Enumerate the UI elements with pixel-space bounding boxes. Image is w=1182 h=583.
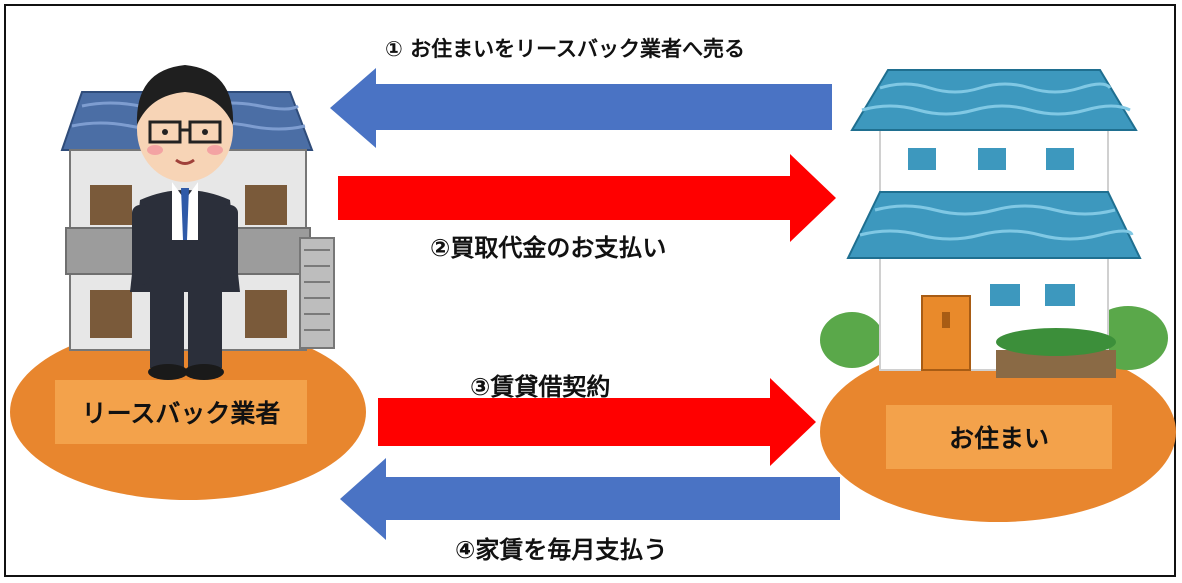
- company-tag: リースバック業者: [55, 380, 307, 444]
- arrow-rent: [340, 458, 840, 540]
- step-lease-label: ③賃貸借契約: [470, 373, 611, 401]
- step-sell-label: ① お住まいをリースバック業者へ売る: [385, 37, 746, 61]
- arrow-lease: [378, 378, 816, 466]
- home-tag: お住まい: [886, 405, 1112, 469]
- step-payment-label: ②買取代金のお支払い: [430, 234, 667, 262]
- businessman-illustration: [130, 65, 240, 380]
- arrow-payment: [338, 154, 836, 242]
- arrow-sell: [330, 68, 832, 148]
- step-rent-label: ④家賃を毎月支払う: [455, 536, 668, 564]
- two-story-house-illustration: [820, 69, 1168, 378]
